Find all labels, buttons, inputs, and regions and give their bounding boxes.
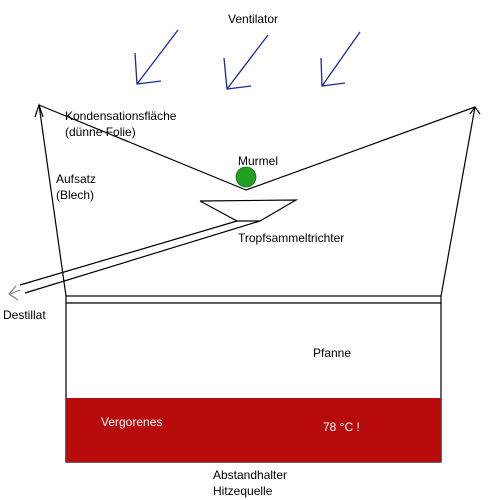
arrow-down-left-icon: [320, 31, 361, 87]
condensation-surface-title: Kondensationsfläche: [65, 109, 177, 123]
pan-label: Pfanne: [313, 346, 352, 360]
ventilator-label: Ventilator: [228, 12, 279, 26]
arrow-down-left-icon: [134, 29, 179, 85]
drip-funnel-label: Tropfsammeltrichter: [238, 231, 345, 245]
attachment-note: (Blech): [56, 188, 95, 202]
heat-source-title: Hitzequelle: [213, 484, 273, 498]
condensation-foil: [38, 104, 476, 191]
condensation-surface-label: Kondensationsfläche (dünne Folie): [65, 108, 176, 140]
fermented-label: Vergorenes: [101, 415, 163, 429]
attachment-label: Aufsatz (Blech): [56, 171, 96, 203]
fermented-liquid: [66, 398, 441, 462]
spacer-title: Abstandhalter: [213, 468, 288, 482]
arrow-left-icon: [8, 285, 21, 301]
distillate-tube: [19, 220, 261, 294]
attachment-title: Aufsatz: [56, 172, 97, 186]
marble: [235, 166, 257, 188]
condensation-surface-note: (dünne Folie): [65, 125, 136, 139]
heat-source-label: Abstandhalter Hitzequelle: [213, 467, 287, 499]
temperature-label: 78 °C !: [323, 420, 360, 434]
marble-label: Murmel: [238, 154, 279, 168]
distillate-label: Destillat: [3, 308, 46, 322]
fan-arrows: [134, 29, 361, 90]
drip-funnel: [199, 199, 299, 222]
arrow-down-left-icon: [223, 34, 269, 90]
pan-rim: [65, 295, 442, 304]
